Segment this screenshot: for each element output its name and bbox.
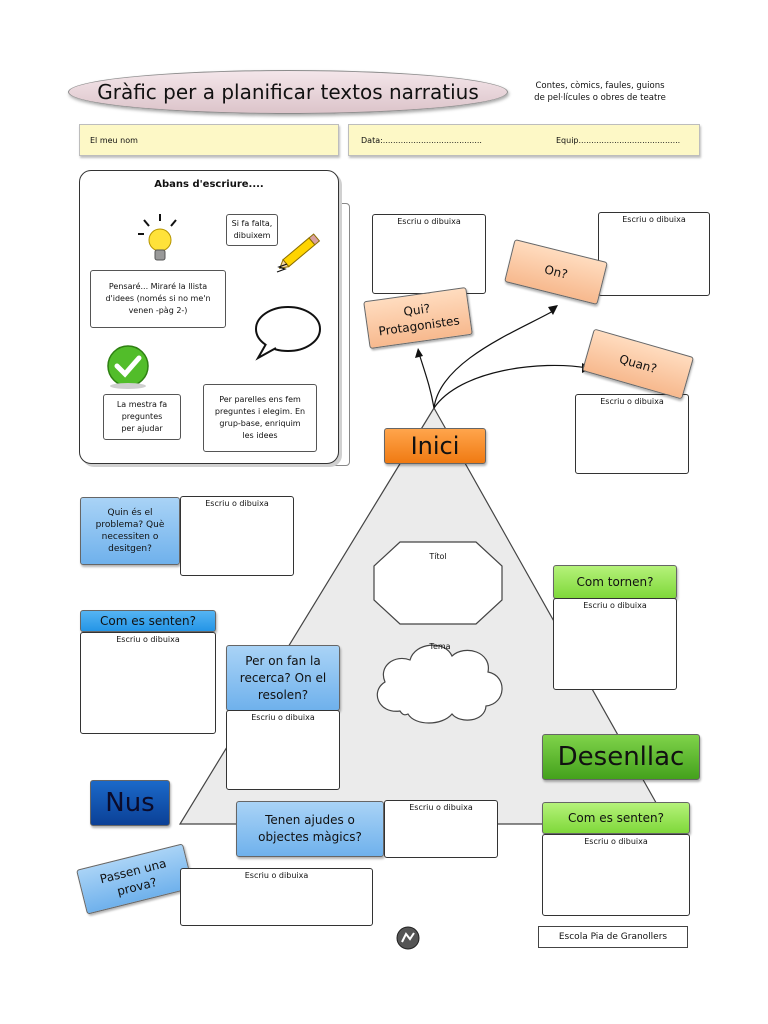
write-box-label: Escriu o dibuixa: [205, 499, 269, 508]
page-title: Gràfic per a planificar textos narratius: [68, 70, 508, 114]
title-octagon[interactable]: [372, 540, 504, 626]
label-feelings-beginning: Com es senten?: [80, 610, 216, 632]
write-box-label: Escriu o dibuixa: [584, 837, 648, 846]
label-line: Quin és el: [107, 508, 153, 518]
label-line: necessiten o: [101, 532, 159, 542]
write-box-time[interactable]: Escriu o dibuixa: [575, 394, 689, 474]
note-line: Pensaré... Miraré la llista: [108, 282, 208, 291]
note-line: dibuixem: [233, 231, 271, 240]
write-box-label: Escriu o dibuixa: [397, 217, 461, 226]
pencil-icon: [276, 233, 321, 273]
label-middle: Nus: [90, 780, 170, 826]
theme-label: Tema: [429, 642, 451, 651]
label-ending: Desenllac: [542, 734, 700, 780]
write-box-label: Escriu o dibuixa: [409, 803, 473, 812]
label-search: Per on fan la recerca? On el resolen?: [226, 645, 340, 711]
label-problem: Quin és el problema? Què necessiten o de…: [80, 497, 180, 565]
page-subtitle: Contes, còmics, faules, guions de pel·lí…: [520, 80, 680, 104]
label-line: recerca? On el: [239, 670, 327, 685]
write-box-label: Escriu o dibuixa: [583, 601, 647, 610]
panel-title: Abans d'escriure....: [154, 179, 264, 190]
lightbulb-icon: [138, 214, 177, 261]
note-line: preguntes i elegim. En: [214, 407, 306, 416]
write-box-place[interactable]: Escriu o dibuixa: [598, 212, 710, 296]
write-box-label: Escriu o dibuixa: [116, 635, 180, 644]
title-label: Títol: [429, 552, 447, 561]
note-line: La mestra fa: [116, 400, 168, 409]
note-line: Per parelles ens fem: [219, 395, 301, 404]
label-return: Com tornen?: [553, 565, 677, 599]
write-box-problem[interactable]: Escriu o dibuixa: [180, 496, 294, 576]
write-box-feelings-ending[interactable]: Escriu o dibuixa: [542, 834, 690, 916]
pairs-note: Per parelles ens fem preguntes i elegim.…: [203, 384, 317, 452]
label-line: objectes màgics?: [258, 830, 362, 844]
school-name: Escola Pia de Granollers: [538, 926, 688, 948]
label-feelings-ending: Com es senten?: [542, 802, 690, 834]
note-line: Si fa falta,: [231, 219, 273, 228]
speech-bubble-icon: [255, 306, 321, 361]
write-box-feelings-beginning[interactable]: Escriu o dibuixa: [80, 632, 216, 734]
think-note: Pensaré... Miraré la llista d'idees (nom…: [90, 270, 226, 328]
subtitle-line: Contes, còmics, faules, guions: [535, 81, 665, 91]
date-label: Data:...................................…: [361, 135, 482, 145]
team-label: Equip...................................…: [556, 135, 681, 145]
label-line: resolen?: [257, 687, 309, 702]
write-box-label: Escriu o dibuixa: [622, 215, 686, 224]
label-line: Tenen ajudes o: [265, 813, 355, 827]
teacher-note: La mestra fa preguntes per ajudar: [103, 394, 181, 440]
write-box-label: Escriu o dibuixa: [244, 871, 309, 880]
label-line: desitgen?: [108, 544, 152, 554]
theme-cloud[interactable]: [370, 636, 510, 726]
write-box-search[interactable]: Escriu o dibuixa: [226, 710, 340, 790]
write-box-label: Escriu o dibuixa: [600, 397, 664, 406]
note-line: venen -pàg 2-): [128, 306, 188, 315]
label-line: problema? Què: [95, 520, 165, 530]
school-logo-icon: [396, 926, 420, 950]
write-box-characters[interactable]: Escriu o dibuixa: [372, 214, 486, 294]
note-line: preguntes: [121, 412, 163, 421]
note-line: grup-base, enriquim: [219, 419, 301, 428]
name-field[interactable]: El meu nom: [79, 124, 339, 156]
write-box-challenge[interactable]: Escriu o dibuixa: [180, 868, 373, 926]
write-box-label: Escriu o dibuixa: [251, 713, 315, 722]
subtitle-line: de pel·lícules o obres de teatre: [534, 93, 666, 103]
label-line: Per on fan la: [245, 653, 321, 668]
note-line: d'idees (només si no me'n: [105, 294, 211, 303]
note-line: per ajudar: [121, 424, 163, 433]
label-magic-help: Tenen ajudes o objectes màgics?: [236, 801, 384, 857]
name-label: El meu nom: [90, 135, 138, 145]
draw-note: Si fa falta, dibuixem: [226, 214, 278, 246]
note-line: les idees: [242, 431, 278, 440]
write-box-magic-help[interactable]: Escriu o dibuixa: [384, 800, 498, 858]
label-beginning: Inici: [384, 428, 486, 464]
write-box-return[interactable]: Escriu o dibuixa: [553, 598, 677, 690]
checkmark-icon: [107, 345, 149, 389]
date-team-field[interactable]: Data:...................................…: [348, 124, 700, 156]
